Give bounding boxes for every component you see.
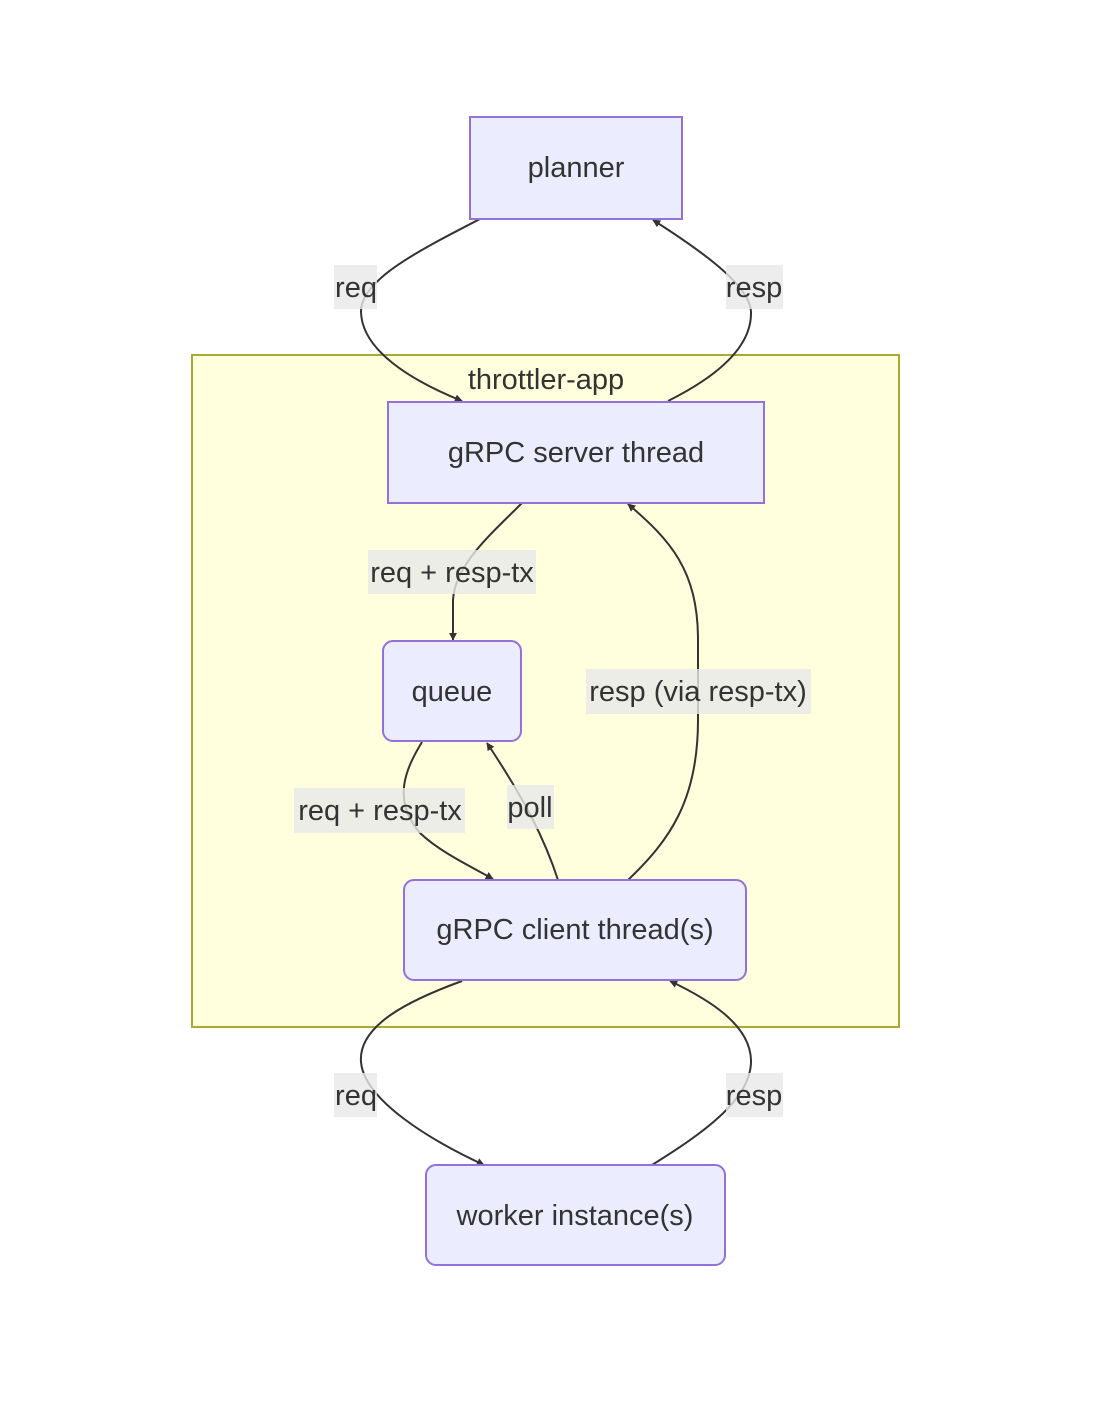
edge-client-to-server[interactable] — [627, 503, 699, 881]
node-planner-label: planner — [528, 152, 625, 184]
edge-label-bg — [726, 1073, 783, 1117]
edge-label-text: req + resp-tx — [298, 795, 462, 827]
edge-label-planner-resp: resp — [726, 265, 783, 309]
edge-label-text: resp — [726, 272, 782, 304]
edge-label-client-queue-poll: poll — [507, 785, 554, 829]
edge-label-text: resp — [726, 1080, 782, 1112]
edge-label-queue-client: req + resp-tx — [294, 788, 465, 833]
node-grpc-client-threads-label: gRPC client thread(s) — [436, 914, 713, 946]
node-worker-instances-box[interactable] — [425, 1164, 726, 1266]
node-worker-instances[interactable]: worker instance(s) — [425, 1164, 726, 1266]
edge-worker-to-client[interactable] — [651, 980, 753, 1166]
edge-label-text: req + resp-tx — [370, 557, 534, 589]
node-worker-instances-label: worker instance(s) — [456, 1200, 694, 1232]
node-queue[interactable]: queue — [382, 640, 522, 742]
node-grpc-server-thread-box[interactable] — [387, 401, 765, 504]
node-grpc-server-thread-label: gRPC server thread — [448, 437, 704, 469]
edge-label-client-worker-req: req — [334, 1073, 377, 1117]
edge-label-bg — [507, 785, 554, 829]
node-grpc-server-thread[interactable]: gRPC server thread — [387, 401, 765, 504]
edge-label-bg — [726, 265, 783, 309]
node-queue-label: queue — [412, 676, 493, 708]
edge-label-planner-req: req — [334, 265, 377, 309]
edge-label-client-server: resp (via resp-tx) — [586, 669, 811, 714]
edge-label-text: resp (via resp-tx) — [589, 676, 807, 708]
edge-label-server-queue: req + resp-tx — [368, 550, 536, 594]
edge-label-text: req — [335, 272, 377, 304]
node-grpc-client-threads[interactable]: gRPC client thread(s) — [403, 879, 747, 981]
edge-server-to-planner[interactable] — [652, 219, 753, 402]
edge-label-text: req — [335, 1080, 377, 1112]
node-grpc-client-threads-box[interactable] — [403, 879, 747, 981]
edge-client-to-worker[interactable] — [359, 980, 485, 1166]
edge-label-worker-client-resp: resp — [726, 1073, 783, 1117]
node-planner-box[interactable] — [469, 116, 683, 220]
edge-label-text: poll — [507, 792, 552, 824]
edge-label-bg — [586, 669, 811, 714]
edge-label-bg — [334, 265, 377, 309]
edge-planner-to-server[interactable] — [359, 218, 481, 403]
edge-label-bg — [334, 1073, 377, 1117]
edge-label-bg — [294, 788, 465, 833]
edge-label-bg — [368, 550, 536, 594]
cluster-label: throttler-app — [468, 364, 624, 396]
node-planner[interactable]: planner — [469, 116, 683, 220]
node-queue-box[interactable] — [382, 640, 522, 742]
